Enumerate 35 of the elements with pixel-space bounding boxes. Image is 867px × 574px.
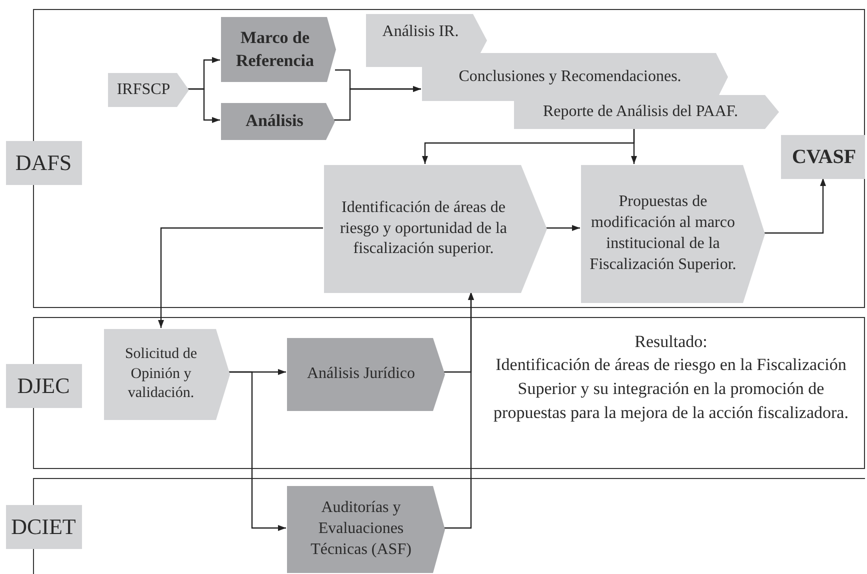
node-label: Propuestas de modificación al marco institucional de la Fiscalización Superior. [588, 192, 738, 275]
result-text: Identificación de áreas de riesgo en la Fiscalización Superior y su integración en la promoción de propuestas para la mejora de la acción fiscalizadora. [492, 354, 850, 424]
node-label: Reporte de Análisis del PAAF. [542, 102, 739, 122]
node-label: CVASF [790, 145, 858, 170]
lane-label: DJEC [6, 364, 82, 408]
node-label: Análisis Jurídico [306, 364, 416, 384]
arrow [546, 225, 580, 231]
process-step [287, 486, 445, 573]
arrow [444, 292, 474, 529]
process-step [287, 338, 445, 411]
process-box [781, 135, 865, 179]
arrow [334, 86, 421, 121]
node-label: IRFSCP [116, 80, 172, 100]
node-label: Conclusiones y Recomendaciones. [458, 66, 682, 87]
node-label: Marco de Referencia [234, 27, 316, 72]
node-label: Auditorías y Evaluaciones Técnicas (ASF) [310, 498, 412, 560]
node-label: Identificación de áreas de riesgo y oportunidad de la fiscalización superior. [338, 198, 508, 260]
arrow [158, 227, 323, 328]
arrow [229, 371, 286, 531]
node-label: Análisis [244, 110, 304, 132]
result-heading: Resultado: [634, 331, 708, 353]
process-step [108, 73, 189, 107]
arrow [764, 178, 826, 234]
arrow [631, 128, 637, 164]
node-label: Solicitud de Opinión y validación. [124, 345, 198, 404]
process-step [581, 165, 765, 303]
process-step [324, 165, 547, 293]
arrow [188, 88, 220, 123]
node-label: Análisis IR. [381, 22, 460, 42]
process-step [221, 103, 335, 140]
process-step [221, 17, 336, 82]
lane-label: DCIET [6, 504, 82, 548]
lane-label: DAFS [6, 140, 82, 184]
process-step [104, 329, 230, 420]
process-step [514, 95, 779, 129]
